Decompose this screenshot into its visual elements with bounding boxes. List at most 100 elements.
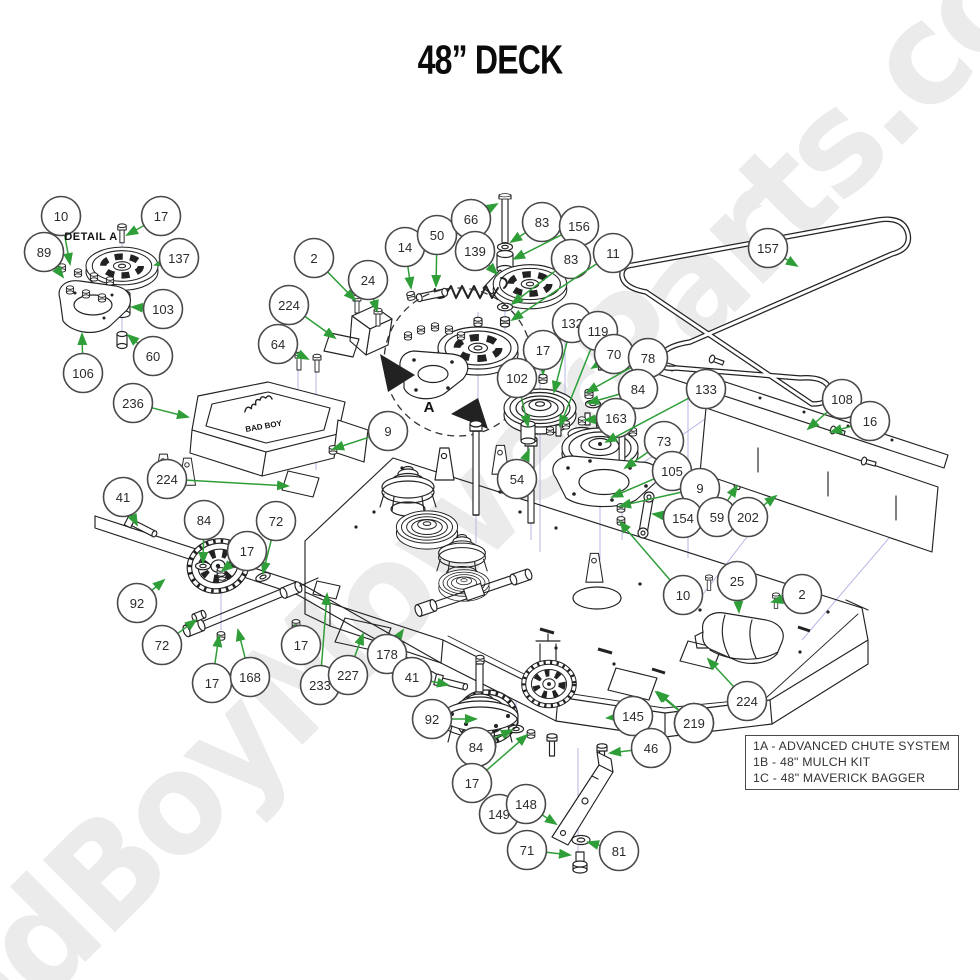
svg-text:83: 83 <box>535 215 549 230</box>
svg-text:9: 9 <box>384 424 391 439</box>
callout-72: 72 <box>141 618 198 666</box>
callout-168: 168 <box>229 628 271 698</box>
svg-text:17: 17 <box>240 544 254 559</box>
deck-belt <box>619 216 912 407</box>
gauge-wheels-bottom <box>433 660 576 744</box>
callout-66: 66 <box>450 198 499 240</box>
callout-92: 92 <box>411 698 478 740</box>
svg-text:72: 72 <box>155 638 169 653</box>
svg-text:236: 236 <box>122 396 144 411</box>
svg-text:10: 10 <box>676 588 690 603</box>
svg-text:137: 137 <box>168 251 190 266</box>
svg-text:154: 154 <box>672 511 694 526</box>
chute-bracket <box>349 305 393 356</box>
svg-text:224: 224 <box>156 472 178 487</box>
callout-17: 17 <box>280 623 322 666</box>
callout-54: 54 <box>496 448 538 500</box>
page-title: 48” DECK <box>417 37 564 83</box>
callout-148: 148 <box>505 783 558 826</box>
svg-text:227: 227 <box>337 668 359 683</box>
detail-a-label: DETAIL A <box>64 231 117 243</box>
svg-text:84: 84 <box>631 382 645 397</box>
svg-text:224: 224 <box>278 298 300 313</box>
svg-text:149: 149 <box>488 807 510 822</box>
svg-text:41: 41 <box>405 670 419 685</box>
svg-text:17: 17 <box>205 676 219 691</box>
callout-154: 154 <box>651 497 704 539</box>
blade-bolt <box>572 851 588 874</box>
callout-9: 9 <box>618 467 721 509</box>
detail-a-assembly <box>57 223 158 350</box>
svg-text:145: 145 <box>622 709 644 724</box>
callout-92: 92 <box>116 578 166 624</box>
svg-text:10: 10 <box>54 209 68 224</box>
svg-text:46: 46 <box>644 741 658 756</box>
svg-text:59: 59 <box>710 510 724 525</box>
callout-9: 9 <box>331 410 409 452</box>
svg-text:219: 219 <box>683 716 705 731</box>
svg-text:9: 9 <box>696 481 703 496</box>
svg-text:78: 78 <box>641 351 655 366</box>
callout-10: 10 <box>40 195 82 266</box>
svg-text:105: 105 <box>661 464 683 479</box>
callout-78: 78 <box>585 337 669 393</box>
callout-133: 133 <box>604 368 727 443</box>
detail-a-marker: A <box>424 399 435 416</box>
mower-blade <box>551 751 614 874</box>
svg-text:66: 66 <box>464 212 478 227</box>
svg-text:17: 17 <box>465 776 479 791</box>
svg-text:84: 84 <box>469 740 483 755</box>
callout-50: 50 <box>416 214 458 288</box>
svg-text:132: 132 <box>561 316 583 331</box>
blade-washer <box>571 834 591 846</box>
svg-text:89: 89 <box>37 245 51 260</box>
callout-17: 17 <box>125 195 182 237</box>
discharge-flap <box>694 574 784 664</box>
wheel-bolt <box>123 514 158 538</box>
svg-text:84: 84 <box>197 513 211 528</box>
svg-text:11: 11 <box>606 246 620 261</box>
svg-text:157: 157 <box>757 241 779 256</box>
svg-text:103: 103 <box>152 302 174 317</box>
svg-text:163: 163 <box>605 411 627 426</box>
svg-text:83: 83 <box>564 252 578 267</box>
detail-pointer-icon <box>380 354 415 392</box>
callout-227: 227 <box>327 632 369 696</box>
callout-81: 81 <box>586 830 640 872</box>
callout-224: 224 <box>146 458 290 500</box>
svg-text:102: 102 <box>506 371 528 386</box>
svg-text:133: 133 <box>695 382 717 397</box>
svg-text:60: 60 <box>146 349 160 364</box>
svg-text:50: 50 <box>430 228 444 243</box>
callout-224: 224 <box>268 284 337 340</box>
callout-202: 202 <box>727 494 778 538</box>
callout-106: 106 <box>62 332 104 394</box>
svg-text:2: 2 <box>310 251 317 266</box>
svg-text:17: 17 <box>294 638 308 653</box>
svg-text:16: 16 <box>863 414 877 429</box>
svg-text:92: 92 <box>425 712 439 727</box>
callout-17: 17 <box>191 634 233 704</box>
callout-108: 108 <box>806 378 863 431</box>
legend-line: 1A - ADVANCED CHUTE SYSTEM <box>753 739 950 753</box>
adjustment-rod-front <box>414 568 533 617</box>
callout-17: 17 <box>220 530 268 573</box>
svg-text:17: 17 <box>536 343 550 358</box>
idler-arm-hardware <box>405 193 566 328</box>
svg-text:106: 106 <box>72 366 94 381</box>
svg-text:92: 92 <box>130 596 144 611</box>
callout-25: 25 <box>716 560 758 614</box>
callout-2: 2 <box>770 573 823 615</box>
callout-157: 157 <box>747 227 799 269</box>
svg-text:71: 71 <box>520 843 534 858</box>
svg-text:17: 17 <box>154 209 168 224</box>
callout-16: 16 <box>829 400 891 442</box>
svg-text:72: 72 <box>269 514 283 529</box>
callout-41: 41 <box>102 476 144 527</box>
callout-46: 46 <box>608 727 672 769</box>
svg-text:233: 233 <box>309 678 331 693</box>
callout-84: 84 <box>183 499 225 565</box>
